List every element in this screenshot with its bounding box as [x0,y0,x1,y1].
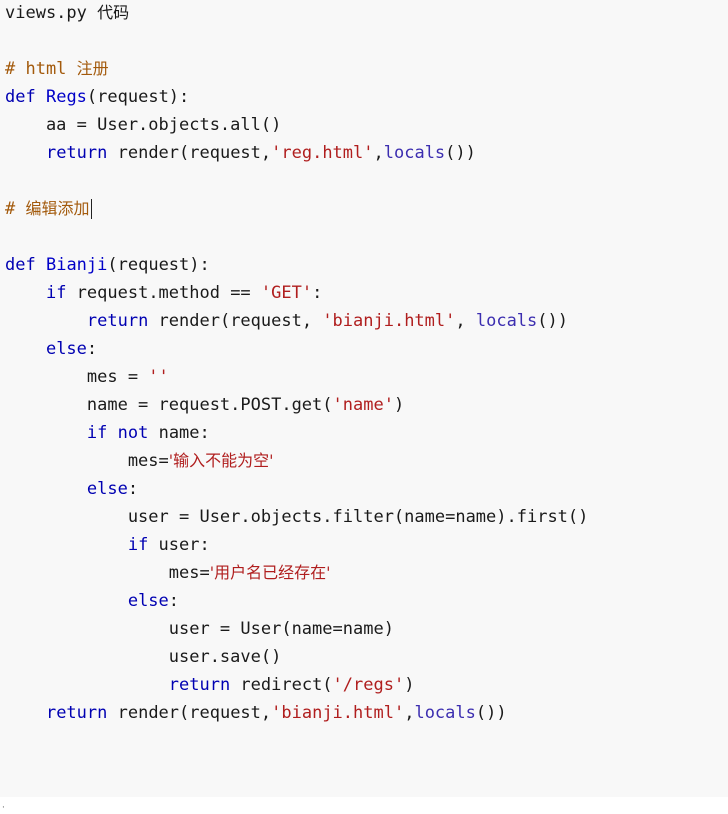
keyword-if: if [86,423,108,443]
string-bianji-html: 'bianji.html' [322,311,456,331]
code-line-20: if user: [127,535,210,555]
string-reg-html: 'reg.html' [271,143,374,163]
string-bianji-html: 'bianji.html' [271,703,405,723]
code-line-8: # 编辑添加 [5,195,728,223]
file-name: views.py [5,3,87,23]
keyword-return: return [45,143,108,163]
page-bottom-strip [0,797,728,814]
keyword-return: return [168,675,231,695]
function-name-regs: Regs [45,87,87,107]
footer-glyph: · [2,803,5,813]
code-line-3: # html 注册 [5,55,728,83]
comment-html-text: 注册 [76,59,109,78]
comment-html: # html [5,59,67,79]
code-line-13: else: [45,339,98,359]
code-line-21: mes='用户名已经存在' [5,563,331,583]
code-line-9 [5,223,728,251]
code-line-5: aa = User.objects.all() [5,115,282,135]
code-line-1: views.py 代码 [5,0,728,27]
code-line-15: name = request.POST.get('name') [5,395,405,415]
code-line-12: return render(request, 'bianji.html', lo… [86,311,568,331]
string-empty: '' [148,367,169,387]
code-line-26: return render(request,'bianji.html',loca… [45,703,507,723]
keyword-if: if [45,283,67,303]
code-line-14: mes = '' [5,367,169,387]
keyword-else: else [45,339,87,359]
code-line-25: return redirect('/regs') [168,675,415,695]
keyword-return: return [45,703,108,723]
code-line-10: def Bianji(request): [5,255,210,275]
keyword-if: if [127,535,149,555]
code-line-19: user = User.objects.filter(name=name).fi… [5,507,589,527]
keyword-def: def [5,255,36,275]
code-line-24: user.save() [5,647,282,667]
function-name-bianji: Bianji [45,255,108,275]
string-regs: '/regs' [332,675,405,695]
builtin-locals: locals [414,703,476,723]
code-line-11: if request.method == 'GET': [45,283,323,303]
keyword-return: return [86,311,149,331]
comment-edit-text: 编辑添加 [25,199,90,218]
code-line-18: else: [86,479,139,499]
file-label: 代码 [97,3,130,22]
string-name: 'name' [332,395,394,415]
code-line-23: user = User(name=name) [5,619,394,639]
string-empty-message: '输入不能为空' [168,451,274,470]
comment-edit-hash: # [5,199,16,219]
code-line-6: return render(request,'reg.html',locals(… [45,143,476,163]
text-cursor [90,199,92,219]
builtin-locals: locals [475,311,538,331]
code-line-16: if not name: [86,423,210,443]
code-line-7 [5,167,728,195]
code-line-4: def Regs(request): [5,87,190,107]
code-line-17: mes='输入不能为空' [5,451,274,471]
builtin-locals: locals [383,143,446,163]
code-line-22: else: [127,591,180,611]
code-block[interactable]: views.py 代码 # html 注册 def Regs(request):… [0,0,728,797]
keyword-else: else [127,591,169,611]
keyword-else: else [86,479,128,499]
code-line-2 [5,27,728,55]
string-get: 'GET' [260,283,313,303]
string-exists-message: '用户名已经存在' [209,563,331,582]
keyword-not: not [117,423,149,443]
keyword-def: def [5,87,36,107]
